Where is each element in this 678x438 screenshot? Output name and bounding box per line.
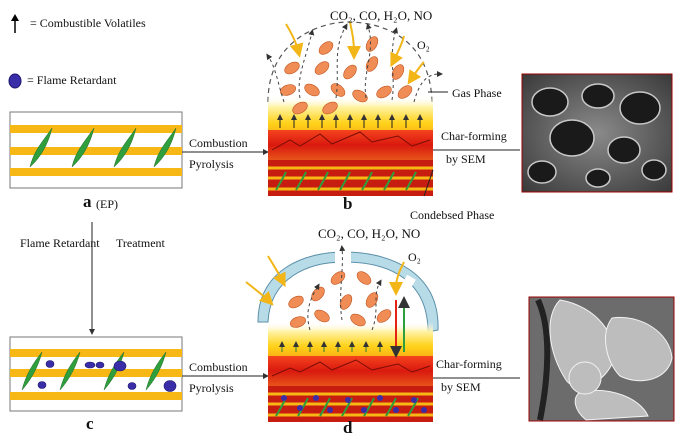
panel-a-letter: a xyxy=(83,192,92,211)
top-combustion-label: Combustion xyxy=(189,136,248,150)
condensed-phase-label: Condebsed Phase xyxy=(410,208,495,222)
volatile-arrow-legend-icon xyxy=(11,14,19,33)
panel-d-letter: d xyxy=(343,418,353,437)
bottom-char-forming-label: Char-forming xyxy=(436,357,502,371)
panel-a-sub: (EP) xyxy=(96,197,118,211)
bottom-pyrolysis-label: Pyrolysis xyxy=(189,381,234,395)
panel-d-combustion xyxy=(245,245,439,422)
top-by-sem-label: by SEM xyxy=(446,152,486,166)
top-pyrolysis-label: Pyrolysis xyxy=(189,157,234,171)
retardant-particles xyxy=(37,360,177,392)
treatment-label-b: Treatment xyxy=(116,236,165,250)
panel-b-letter: b xyxy=(343,194,353,213)
panel-c-letter: c xyxy=(86,414,94,433)
sem-image-ep xyxy=(521,73,673,193)
legend-retardant-label: = Flame Retardant xyxy=(27,73,117,87)
sem-image-fr xyxy=(528,296,675,422)
bottom-gases-label: CO₂, CO, H₂O, NO xyxy=(318,226,421,241)
panel-b-combustion xyxy=(266,21,443,196)
bottom-combustion-label: Combustion xyxy=(189,360,248,374)
bottom-by-sem-label: by SEM xyxy=(441,380,481,394)
legend-volatiles-label: = Combustible Volatiles xyxy=(30,16,146,30)
panel-a-composite xyxy=(9,111,183,189)
top-o2-label: O₂ xyxy=(417,38,430,52)
flame-retardant-legend-icon xyxy=(8,73,22,89)
bottom-o2-label: O₂ xyxy=(408,250,421,264)
panel-c-composite xyxy=(9,336,183,412)
gas-phase-label: Gas Phase xyxy=(452,86,502,100)
treatment-label-a: Flame Retardant xyxy=(20,236,100,250)
top-char-forming-label: Char-forming xyxy=(441,129,507,143)
top-gases-label: CO₂, CO, H₂O, NO xyxy=(330,8,433,23)
